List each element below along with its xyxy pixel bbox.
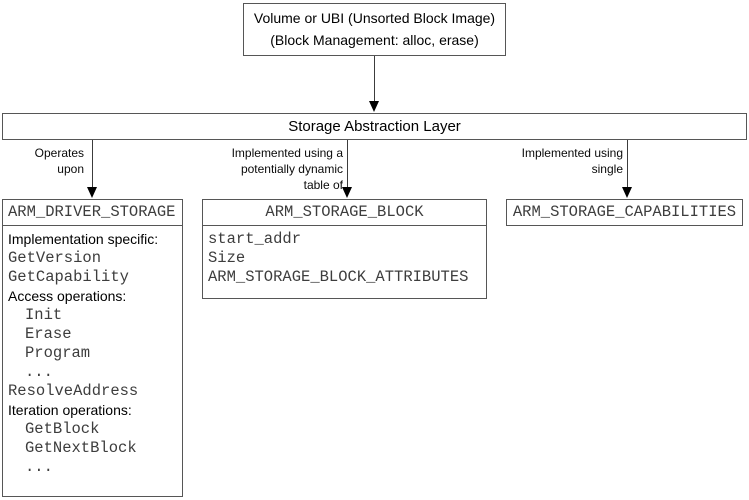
arm-storage-capabilities-box: ARM_STORAGE_CAPABILITIES xyxy=(506,199,743,226)
driver-member-row: GetBlock xyxy=(25,420,100,438)
driver-member-row: ResolveAddress xyxy=(8,382,139,400)
edge-label-line: upon xyxy=(57,162,84,176)
driver-member-row: Iteration operations: xyxy=(8,402,132,418)
driver-member-row: GetNextBlock xyxy=(25,439,137,457)
volume-ubi-box: Volume or UBI (Unsorted Block Image) (Bl… xyxy=(243,3,506,56)
down-arrow-icon xyxy=(87,187,97,198)
driver-member-row: Access operations: xyxy=(8,288,127,304)
edge-label-line: single xyxy=(591,162,623,176)
down-arrow-icon xyxy=(369,101,379,112)
edge-label-line: Implemented using a xyxy=(231,146,343,160)
driver-member-row: GetVersion xyxy=(8,249,102,267)
edge-label-line: Operates xyxy=(34,146,84,160)
edge-label-line: potentially dynamic xyxy=(240,162,343,176)
connector-sal-to-driver xyxy=(92,140,93,188)
edge-label-operates-upon: Operates upon xyxy=(35,145,84,177)
arm-driver-storage-title: ARM_DRIVER_STORAGE xyxy=(3,200,182,226)
connector-volume-to-sal xyxy=(374,56,375,101)
driver-member-row: ... xyxy=(25,363,53,381)
block-member-row: Size xyxy=(208,249,246,267)
driver-member-row: Erase xyxy=(25,325,72,343)
driver-member-row: Init xyxy=(25,306,63,324)
volume-ubi-line2: (Block Management: alloc, erase) xyxy=(270,32,479,48)
storage-abstraction-layer-label: Storage Abstraction Layer xyxy=(288,118,461,135)
volume-ubi-line1: Volume or UBI (Unsorted Block Image) xyxy=(253,10,496,26)
connector-sal-to-block xyxy=(347,140,348,188)
edge-label-dynamic-table: Implemented using a potentially dynamic ta… xyxy=(232,145,343,193)
down-arrow-icon xyxy=(342,187,352,198)
arm-storage-block-title: ARM_STORAGE_BLOCK xyxy=(203,200,486,226)
edge-label-single: Implemented using single xyxy=(522,145,623,177)
driver-member-row: Implementation specific: xyxy=(8,231,159,247)
arm-driver-storage-box: ARM_DRIVER_STORAGE Implementation specif… xyxy=(2,199,183,497)
driver-member-row: GetCapability xyxy=(8,268,129,286)
storage-abstraction-layer-box: Storage Abstraction Layer xyxy=(2,113,747,140)
driver-member-row: ... xyxy=(25,458,53,476)
block-member-row: start_addr xyxy=(208,230,302,248)
block-member-row: ARM_STORAGE_BLOCK_ATTRIBUTES xyxy=(208,268,469,286)
arm-storage-capabilities-title: ARM_STORAGE_CAPABILITIES xyxy=(512,203,737,221)
driver-member-row: Program xyxy=(25,344,91,362)
edge-label-line: Implemented using xyxy=(521,146,623,160)
down-arrow-icon xyxy=(622,187,632,198)
connector-sal-to-capabilities xyxy=(627,140,628,188)
edge-label-line: table of xyxy=(303,178,343,192)
